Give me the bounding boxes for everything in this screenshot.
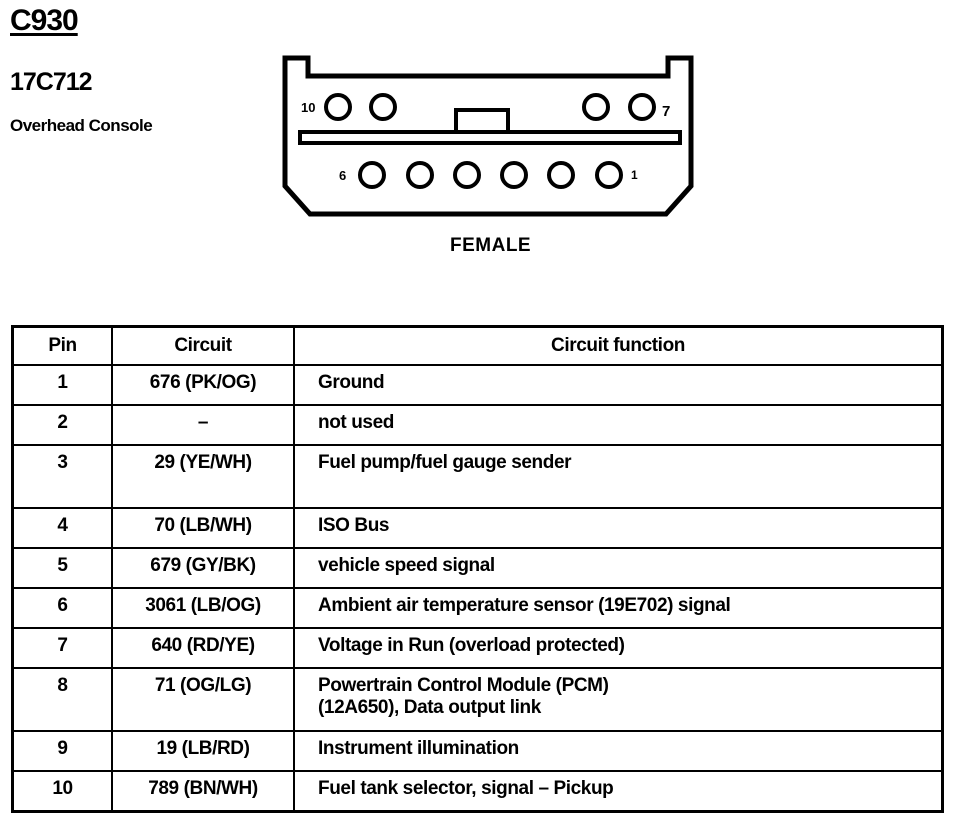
cell-function: Ambient air temperature sensor (19E702) … [293, 587, 944, 629]
pin-2 [547, 161, 575, 189]
cell-circuit: 640 (RD/YE) [111, 627, 295, 669]
cell-pin: 8 [11, 667, 113, 732]
cell-circuit: 676 (PK/OG) [111, 364, 295, 406]
pinout-table: Pin Circuit Circuit function 1 676 (PK/O… [11, 325, 944, 813]
cell-circuit: 29 (YE/WH) [111, 444, 295, 509]
cell-circuit: 19 (LB/RD) [111, 730, 295, 772]
cell-circuit: 70 (LB/WH) [111, 507, 295, 549]
table-row: 2 – not used [11, 404, 944, 446]
cell-function: ISO Bus [293, 507, 944, 549]
pin-8 [582, 93, 610, 121]
connector-id: C930 [10, 4, 79, 37]
pin-label-7: 7 [662, 103, 670, 120]
table-row: 6 3061 (LB/OG) Ambient air temperature s… [11, 587, 944, 629]
table-row: 9 19 (LB/RD) Instrument illumination [11, 730, 944, 772]
pin-7 [628, 93, 656, 121]
pin-1 [595, 161, 623, 189]
cell-pin: 9 [11, 730, 113, 772]
pin-10 [324, 93, 352, 121]
connector-description: Overhead Console [10, 116, 153, 135]
cell-circuit: – [111, 404, 295, 446]
pin-label-6: 6 [339, 168, 346, 183]
table-row: 7 640 (RD/YE) Voltage in Run (overload p… [11, 627, 944, 669]
pin-label-10: 10 [301, 100, 315, 115]
cell-function: Fuel tank selector, signal – Pickup [293, 770, 944, 813]
cell-circuit: 789 (BN/WH) [111, 770, 295, 813]
cell-pin: 7 [11, 627, 113, 669]
connector-gender: FEMALE [450, 235, 532, 256]
cell-pin: 3 [11, 444, 113, 509]
pin-label-1: 1 [631, 168, 638, 182]
pin-3 [500, 161, 528, 189]
cell-function-line-2: (12A650), Data output link [318, 697, 541, 718]
connector-face-diagram: 10 7 6 1 [282, 55, 694, 217]
header-function: Circuit function [293, 325, 944, 366]
cell-pin: 4 [11, 507, 113, 549]
cell-circuit: 679 (GY/BK) [111, 547, 295, 589]
cell-function-line-1: Powertrain Control Module (PCM) [318, 675, 609, 696]
table-row: 1 676 (PK/OG) Ground [11, 364, 944, 406]
cell-function: vehicle speed signal [293, 547, 944, 589]
cell-function: not used [293, 404, 944, 446]
cell-pin: 2 [11, 404, 113, 446]
cell-pin: 5 [11, 547, 113, 589]
table-row: 5 679 (GY/BK) vehicle speed signal [11, 547, 944, 589]
pin-6 [358, 161, 386, 189]
divider-bar [298, 130, 682, 145]
cell-pin: 6 [11, 587, 113, 629]
table-row: 10 789 (BN/WH) Fuel tank selector, signa… [11, 770, 944, 813]
table-row: 4 70 (LB/WH) ISO Bus [11, 507, 944, 549]
table-header-row: Pin Circuit Circuit function [11, 325, 944, 366]
cell-pin: 10 [11, 770, 113, 813]
cell-function: Voltage in Run (overload protected) [293, 627, 944, 669]
table-row: 3 29 (YE/WH) Fuel pump/fuel gauge sender [11, 444, 944, 509]
cell-circuit: 3061 (LB/OG) [111, 587, 295, 629]
cell-function: Ground [293, 364, 944, 406]
pin-5 [406, 161, 434, 189]
part-number: 17C712 [10, 68, 93, 96]
connector-housing [282, 55, 694, 217]
pin-9 [369, 93, 397, 121]
latch-tab [454, 108, 510, 134]
cell-function: Fuel pump/fuel gauge sender [293, 444, 944, 509]
header-circuit: Circuit [111, 325, 295, 366]
cell-circuit: 71 (OG/LG) [111, 667, 295, 732]
cell-function: Instrument illumination [293, 730, 944, 772]
header-pin: Pin [11, 325, 113, 366]
cell-function: Powertrain Control Module (PCM) (12A650)… [293, 667, 944, 732]
table-row: 8 71 (OG/LG) Powertrain Control Module (… [11, 667, 944, 732]
pin-4 [453, 161, 481, 189]
cell-pin: 1 [11, 364, 113, 406]
